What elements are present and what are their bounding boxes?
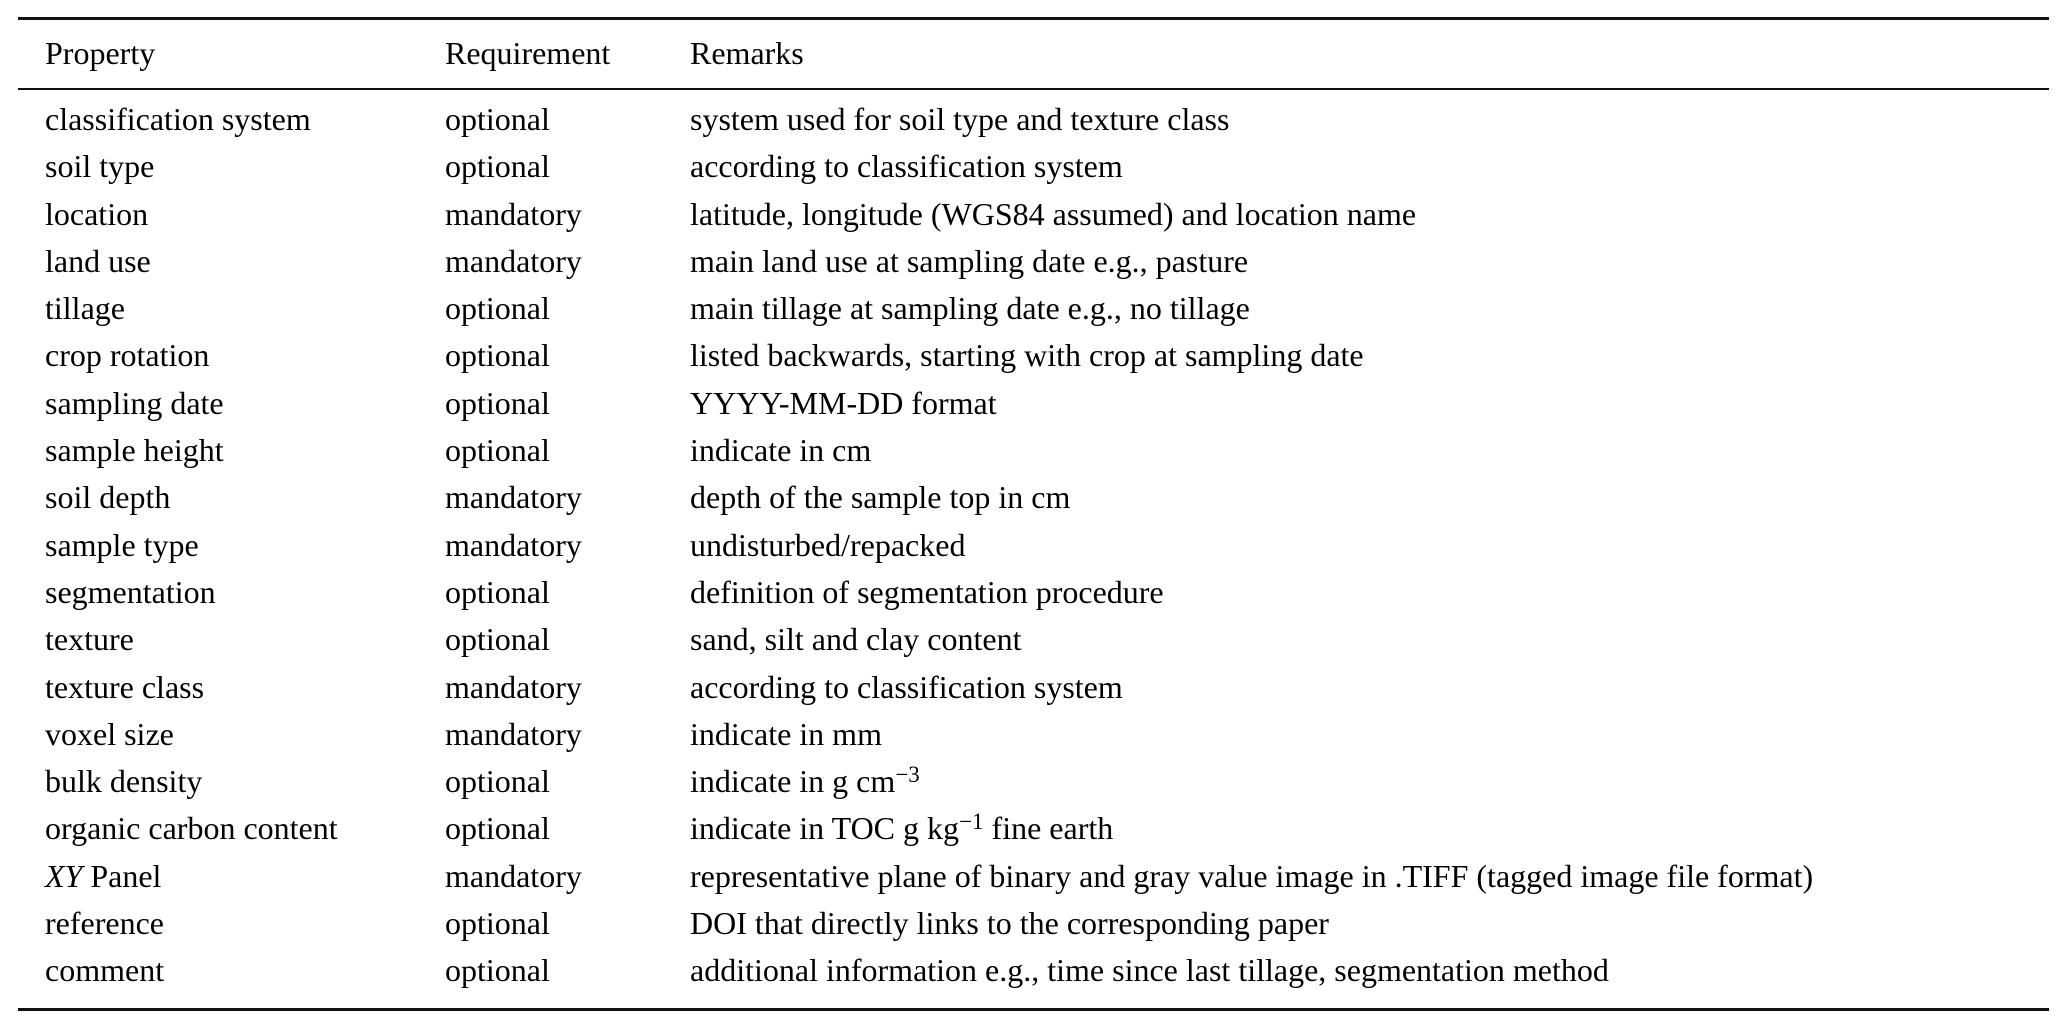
cell-remarks: according to classification system <box>690 668 1123 705</box>
cell-requirement: optional <box>445 952 550 989</box>
cell-remarks: indicate in g cm−3 <box>690 760 920 800</box>
table-row: bulk density optional indicate in g cm−3 <box>18 758 2049 805</box>
cell-property: location <box>45 195 149 232</box>
table-row: land use mandatory main land use at sampli… <box>18 238 2049 285</box>
cell-remarks: representative plane of binary and gray … <box>690 857 1814 894</box>
cell-requirement: optional <box>445 384 550 421</box>
cell-remarks: main land use at sampling date e.g., pas… <box>690 242 1249 279</box>
cell-requirement: mandatory <box>445 242 582 279</box>
table-row: sampling date optional YYYY-MM-DD format <box>18 380 2049 427</box>
cell-remarks: depth of the sample top in cm <box>690 479 1071 516</box>
table-row: XY Panel mandatory representative plane of… <box>18 853 2049 900</box>
table-row: soil depth mandatory depth of the sample t… <box>18 474 2049 521</box>
cell-requirement: mandatory <box>445 715 582 752</box>
cell-property: land use <box>45 242 151 279</box>
cell-property: organic carbon content <box>45 810 338 847</box>
table-row: classification system optional system used… <box>18 89 2049 143</box>
cell-property: crop rotation <box>45 337 210 374</box>
cell-property: segmentation <box>45 573 216 610</box>
table-row: comment optional additional information e.… <box>18 947 2049 1009</box>
cell-requirement: optional <box>445 148 550 185</box>
cell-requirement: optional <box>445 621 550 658</box>
table-body: classification system optional system used… <box>18 89 2049 1009</box>
table-row: segmentation optional definition of segmen… <box>18 569 2049 616</box>
column-header-property: Property <box>18 18 445 90</box>
cell-requirement: optional <box>445 810 550 847</box>
column-header-remarks: Remarks <box>690 18 2049 90</box>
paper-table-container: Property Requirement Remarks classificat… <box>18 17 2049 1011</box>
table-row: organic carbon content optional indicate i… <box>18 805 2049 852</box>
table-row: reference optional DOI that directly links… <box>18 900 2049 947</box>
cell-requirement: mandatory <box>445 526 582 563</box>
cell-property: XY Panel <box>45 857 162 894</box>
cell-requirement: optional <box>445 290 550 327</box>
cell-remarks: according to classification system <box>690 148 1123 185</box>
cell-property: sample height <box>45 432 224 469</box>
cell-remarks: indicate in TOC g kg−1 fine earth <box>690 808 1114 847</box>
table-row: texture class mandatory according to class… <box>18 664 2049 711</box>
cell-requirement: optional <box>445 337 550 374</box>
table-row: voxel size mandatory indicate in mm <box>18 711 2049 758</box>
cell-remarks: latitude, longitude (WGS84 assumed) and … <box>690 195 1417 232</box>
table-row: soil type optional according to classifica… <box>18 143 2049 190</box>
column-header-requirement: Requirement <box>445 18 690 90</box>
cell-requirement: optional <box>445 573 550 610</box>
cell-remarks: listed backwards, starting with crop at … <box>690 337 1364 374</box>
table-header: Property Requirement Remarks <box>18 18 2049 90</box>
cell-property: bulk density <box>45 763 203 800</box>
cell-property: sampling date <box>45 384 224 421</box>
table-row: texture optional sand, silt and clay conte… <box>18 616 2049 663</box>
table-row: sample height optional indicate in cm <box>18 427 2049 474</box>
cell-remarks: YYYY-MM-DD format <box>690 384 997 421</box>
cell-remarks: indicate in mm <box>690 715 882 752</box>
cell-requirement: optional <box>445 905 550 942</box>
cell-property: sample type <box>45 526 199 563</box>
cell-requirement: mandatory <box>445 195 582 232</box>
cell-remarks: DOI that directly links to the correspon… <box>690 905 1329 942</box>
metadata-properties-table: Property Requirement Remarks classificat… <box>18 17 2049 1011</box>
cell-requirement: mandatory <box>445 668 582 705</box>
cell-property: voxel size <box>45 715 174 752</box>
table-row: tillage optional main tillage at sampling … <box>18 285 2049 332</box>
cell-requirement: optional <box>445 101 550 137</box>
cell-remarks: system used for soil type and texture cl… <box>690 101 1230 137</box>
cell-property: texture <box>45 621 134 658</box>
cell-requirement: optional <box>445 763 550 800</box>
table-row: sample type mandatory undisturbed/repacked <box>18 522 2049 569</box>
cell-property: classification system <box>45 101 311 137</box>
cell-property: soil type <box>45 148 155 185</box>
table-header-row: Property Requirement Remarks <box>18 18 2049 90</box>
cell-property: texture class <box>45 668 205 705</box>
cell-requirement: optional <box>445 432 550 469</box>
cell-requirement: mandatory <box>445 857 582 894</box>
cell-remarks: definition of segmentation procedure <box>690 573 1164 610</box>
cell-remarks: indicate in cm <box>690 432 872 469</box>
cell-requirement: mandatory <box>445 479 582 516</box>
cell-remarks: additional information e.g., time since … <box>690 952 1609 989</box>
cell-remarks: main tillage at sampling date e.g., no t… <box>690 290 1250 327</box>
cell-remarks: undisturbed/repacked <box>690 526 966 563</box>
cell-property: soil depth <box>45 479 171 516</box>
cell-property: comment <box>45 952 165 989</box>
cell-remarks: sand, silt and clay content <box>690 621 1022 658</box>
table-row: crop rotation optional listed backwards, s… <box>18 332 2049 379</box>
cell-property: tillage <box>45 290 125 327</box>
cell-property: reference <box>45 905 164 942</box>
table-row: location mandatory latitude, longitude (WG… <box>18 191 2049 238</box>
